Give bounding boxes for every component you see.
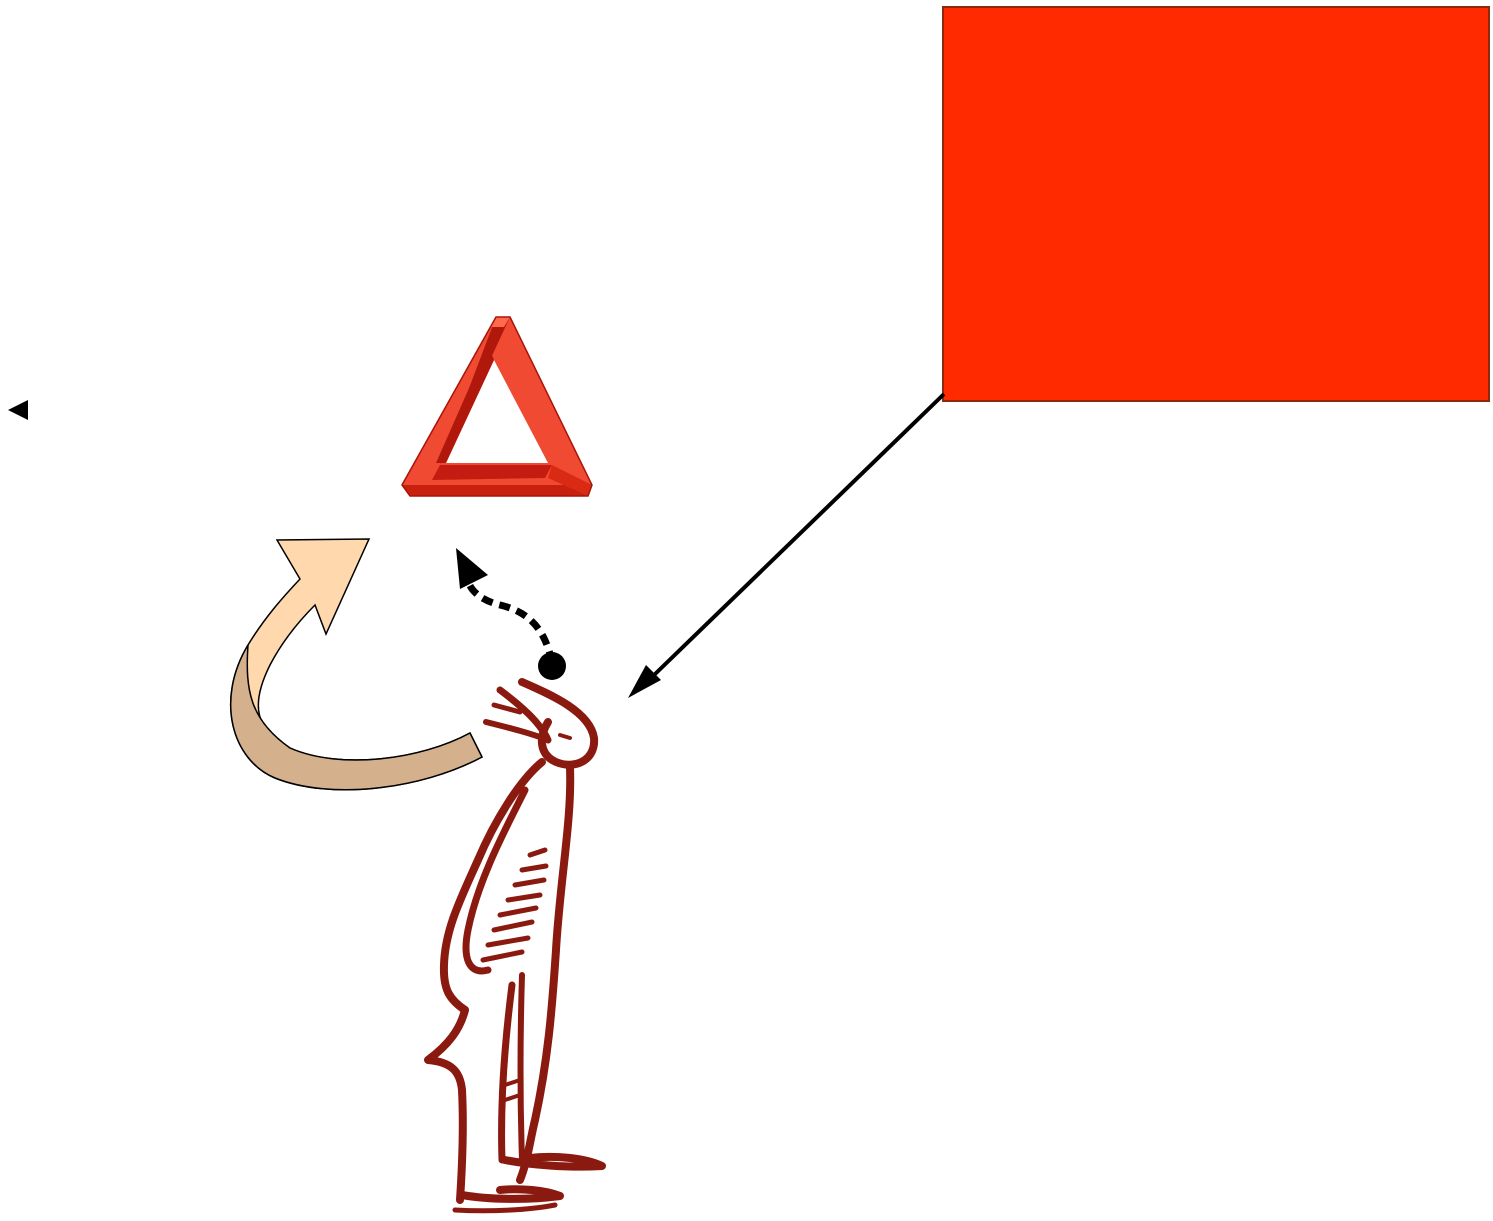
solid-arrow — [628, 394, 944, 698]
red-box — [943, 7, 1489, 401]
triangle-left-icon — [8, 400, 28, 420]
impossible-triangle-icon — [402, 317, 592, 496]
dotted-arrow — [456, 548, 566, 680]
curved-arrow — [231, 539, 482, 790]
